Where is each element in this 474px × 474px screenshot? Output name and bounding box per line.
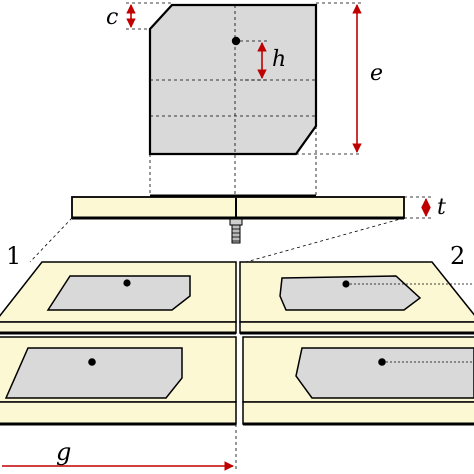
array-feed-2-icon — [342, 280, 350, 288]
c-label: c — [106, 5, 118, 30]
array-feed-3-icon — [88, 358, 96, 366]
feed-point-icon — [231, 36, 241, 46]
array-element-2 — [239, 261, 474, 335]
array-patch-4 — [295, 347, 474, 399]
array-element-1 — [0, 261, 237, 335]
array-patch-1 — [46, 275, 191, 311]
array-patch-3 — [4, 347, 183, 399]
g-label: g — [56, 438, 71, 466]
array-element-3 — [0, 336, 237, 426]
t-label: t — [437, 195, 446, 220]
e-label: e — [370, 61, 383, 86]
array-feed-1-icon — [123, 279, 131, 287]
element-1-label: 1 — [6, 242, 21, 270]
connector-icon — [229, 218, 243, 244]
array-feed-4-icon — [378, 358, 386, 366]
array-patch-2 — [279, 275, 422, 311]
h-label: h — [272, 47, 286, 72]
top-patch-view: h c e — [106, 2, 383, 195]
element-2-label: 2 — [450, 242, 465, 270]
array-element-4 — [242, 336, 474, 426]
side-substrate — [71, 196, 405, 219]
top-patch — [148, 3, 318, 156]
side-view: t — [29, 194, 446, 263]
